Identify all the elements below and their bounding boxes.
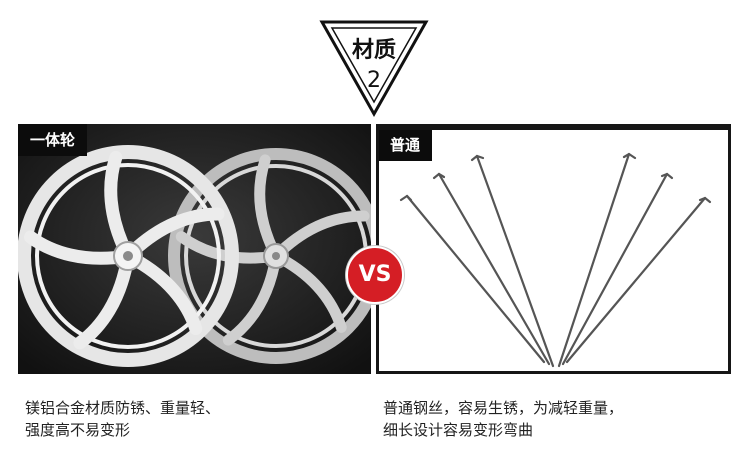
caption-line: 细长设计容易变形弯曲 [383, 421, 534, 439]
steel-spokes-image [399, 152, 712, 368]
vs-badge: VS [346, 246, 404, 304]
front-wheel-icon [18, 145, 239, 367]
triangle-badge-icon [319, 20, 429, 118]
caption-line: 强度高不易变形 [25, 421, 131, 439]
section-badge: 材质 2 [318, 18, 430, 118]
standard-spoke-tag: 普通 [379, 130, 433, 161]
caption-line: 普通钢丝，容易生锈，为减轻重量， [383, 399, 624, 417]
standard-spoke-panel: 普通 [376, 124, 731, 374]
standard-spoke-caption: 普通钢丝，容易生锈，为减轻重量， 细长设计容易变形弯曲 [383, 397, 723, 441]
badge-title: 材质 [351, 38, 396, 63]
integrated-wheel-tag: 一体轮 [18, 124, 88, 156]
badge-number: 2 [367, 68, 381, 93]
back-wheel-icon [168, 148, 371, 364]
integrated-wheel-panel: 一体轮 [18, 124, 371, 374]
integrated-wheel-image [18, 124, 371, 374]
integrated-wheel-caption: 镁铝合金材质防锈、重量轻、 强度高不易变形 [25, 397, 345, 441]
caption-line: 镁铝合金材质防锈、重量轻、 [25, 399, 221, 417]
